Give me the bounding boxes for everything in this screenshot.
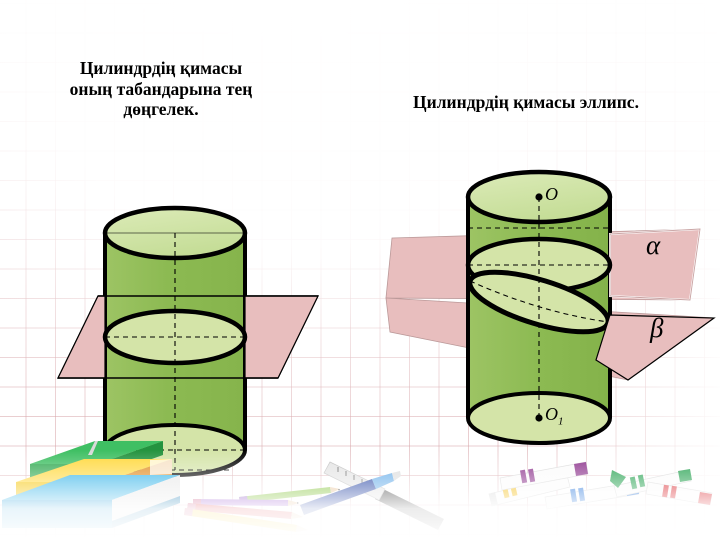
left-plane-front [57, 295, 319, 379]
center-point-o1-label: O1 [545, 404, 564, 428]
page-title-left: Цилиндрдің қимасы оның табандарына тең д… [69, 58, 253, 120]
book-stack [2, 441, 180, 528]
center-point-o-label: O [545, 184, 558, 204]
center-point-o1-base: O [545, 404, 558, 424]
center-point-o-marker [535, 193, 543, 201]
beta-plane-front [595, 314, 716, 381]
right-axis-dashes [468, 197, 610, 418]
marker-group [488, 461, 713, 510]
center-point-o1-marker [535, 414, 543, 422]
page-title-right: Цилиндрдің қимасы эллипс. [413, 92, 639, 112]
alpha-plane-label: α [646, 230, 661, 260]
right-top-base [465, 169, 613, 228]
center-point-o1-subscript: 1 [558, 415, 564, 428]
alpha-plane-front [609, 227, 702, 302]
beta-plane-label: β [650, 313, 664, 343]
red-marker [645, 481, 713, 506]
